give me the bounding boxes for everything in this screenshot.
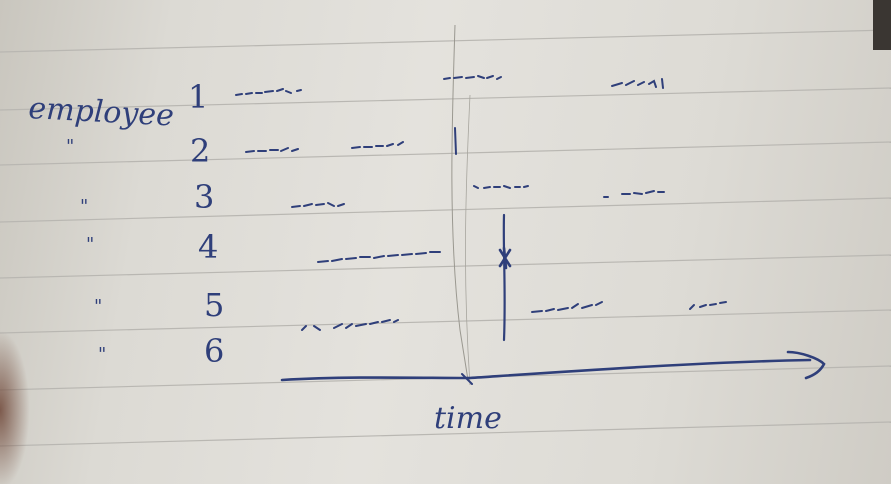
activity-row-1b [443, 75, 502, 80]
activity-row-3b [473, 185, 529, 189]
employee-number-1: 1 [188, 78, 208, 116]
pencil-guide-line-2 [465, 94, 471, 386]
activity-row-2-end [454, 127, 457, 155]
ditto-mark-4: " [86, 234, 94, 255]
employee-number-5: 5 [204, 286, 224, 324]
activity-row-2b [351, 141, 404, 149]
activity-scribbles [235, 75, 727, 331]
ruled-lines [0, 29, 891, 447]
employee-number-3: 3 [194, 178, 214, 216]
ditto-mark-2: " [66, 136, 74, 157]
employee-label: employee [28, 91, 175, 134]
activity-row-1c [611, 78, 664, 89]
ditto-mark-3: " [80, 196, 88, 217]
employee-number-6: 6 [204, 332, 224, 370]
employee-number-4: 4 [198, 228, 218, 266]
activity-row-4 [317, 251, 441, 263]
time-axis-label: time [434, 401, 502, 436]
activity-row-3 [291, 202, 345, 208]
employee-number-2: 2 [190, 132, 210, 170]
pencil-guide-line [451, 24, 469, 381]
activity-row-1 [235, 88, 302, 96]
activity-row-6 [301, 319, 399, 331]
arrow-head-icon [786, 350, 826, 380]
activity-row-5 [531, 301, 603, 313]
activity-row-2 [245, 147, 299, 153]
finger-shadow [0, 330, 30, 484]
ditto-mark-5: " [94, 296, 102, 317]
ditto-mark-6: " [98, 344, 106, 365]
activity-row-5b [689, 301, 727, 310]
time-axis [280, 350, 826, 385]
activity-row-3c [603, 190, 665, 198]
time-marker [498, 213, 512, 342]
page-corner [873, 0, 891, 50]
